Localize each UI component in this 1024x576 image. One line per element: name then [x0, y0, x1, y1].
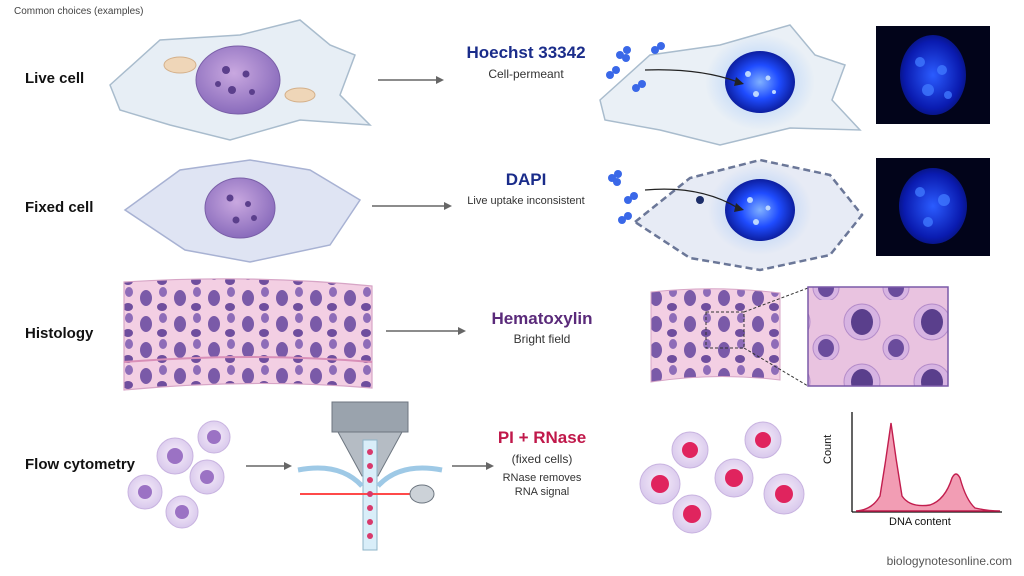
arrow-histology: [386, 327, 466, 335]
arrow-live: [378, 76, 444, 84]
flow-nozzle: [297, 401, 443, 551]
histology-section: [123, 278, 373, 391]
arrow-flow-1: [246, 462, 292, 470]
note-live-uptake: Live uptake inconsistent: [467, 195, 585, 207]
credit-text: biologynotesonline.com: [886, 554, 1012, 568]
stain-dapi: DAPI: [505, 170, 547, 189]
figure-header: Common choices (examples): [14, 6, 144, 17]
dna-histogram: [851, 412, 1002, 513]
note-fixed-cells: (fixed cells): [511, 452, 573, 466]
row-label-flow-cytometry: Flow cytometry: [25, 456, 136, 473]
note-cell-permeant: Cell-permeant: [488, 67, 564, 81]
arrow-fixed: [372, 202, 452, 210]
flow-cells-stained: [639, 421, 805, 534]
row-label-fixed-cell: Fixed cell: [25, 199, 94, 216]
note-bright-field: Bright field: [513, 332, 571, 346]
row-label-histology: Histology: [25, 325, 94, 342]
fixed-cell-illustration: [123, 159, 362, 263]
note-rna-signal: RNA signal: [514, 486, 570, 498]
histogram-peaks: [855, 422, 1001, 512]
stain-hematoxylin: Hematoxylin: [491, 309, 593, 328]
stain-hoechst: Hoechst 33342: [466, 43, 586, 62]
histogram-x-label: DNA content: [889, 516, 951, 528]
histology-zoom: [807, 286, 949, 387]
histology-section-small: [650, 287, 809, 387]
note-rnase-removes: RNase removes: [502, 472, 582, 484]
live-cell-stained: [599, 24, 862, 146]
histogram-y-label: Count: [822, 434, 834, 464]
live-cell-illustration: [109, 19, 372, 141]
flow-cells-unstained: [127, 420, 231, 529]
stain-pi-rnase: PI + RNase: [497, 428, 587, 447]
row-label-live-cell: Live cell: [25, 70, 85, 87]
arrow-flow-2: [452, 462, 494, 470]
fixed-cell-stained: [608, 158, 864, 272]
